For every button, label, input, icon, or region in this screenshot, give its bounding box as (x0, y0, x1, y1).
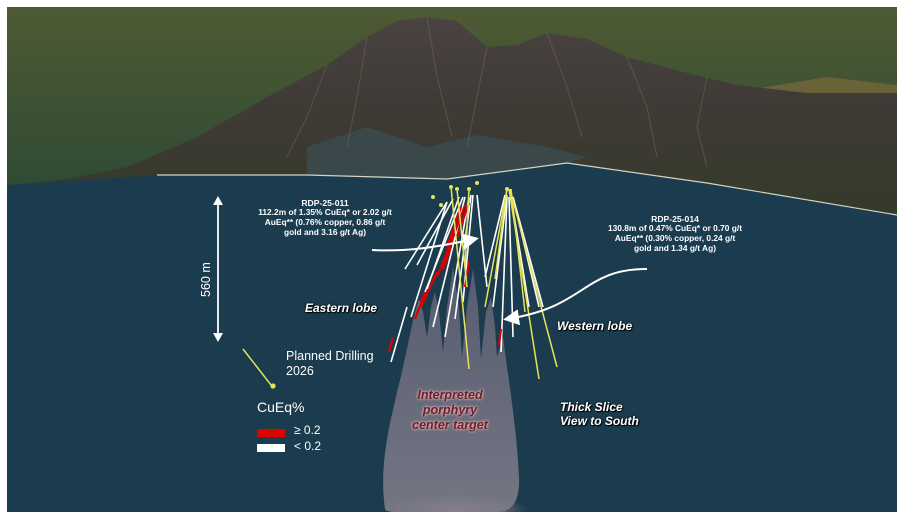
drill-holes-high-grade (387, 202, 503, 353)
planned-line: Planned Drilling (286, 349, 374, 363)
hole-line: 130.8m of 0.47% CuEq* or 0.70 g/t (607, 223, 743, 234)
label-western-lobe: Western lobe (557, 319, 633, 333)
legend-label-low: < 0.2 (294, 439, 322, 453)
planned-drill-holes (242, 186, 558, 386)
collar-points (270, 181, 509, 389)
hole-line: 112.2m of 1.35% CuEq* or 2.02 g/t (258, 207, 392, 218)
label-eastern-lobe: Eastern lobe (305, 301, 378, 315)
target-line: Interpreted (417, 388, 483, 402)
thick-slice-line: Thick Slice (560, 400, 623, 414)
target-line: porphyry (422, 402, 478, 417)
hole-line: AuEq** (0.76% copper, 0.86 g/t (264, 217, 386, 228)
surface-line (157, 162, 897, 216)
legend-swatch-high (257, 429, 285, 437)
hole-line: gold and 1.34 g/t Ag) (633, 242, 717, 253)
ridge-texture (286, 16, 708, 168)
target-line: center target (412, 417, 488, 432)
legend-title: CuEq% (257, 399, 305, 415)
hole-line: AuEq** (0.30% copper, 0.24 g/t (614, 233, 736, 244)
thick-slice-line: View to South (560, 414, 639, 429)
hole-line: gold and 3.16 g/t Ag) (283, 226, 367, 237)
label-planned-drilling: Planned Drilling 2026 (286, 349, 374, 379)
valley-face (307, 127, 587, 179)
label-scale: 560 m (199, 262, 213, 297)
label-rdp-25-014: RDP-25-014 130.8m of 0.47% CuEq* or 0.70… (575, 214, 775, 254)
hole-id-rdp-25-014: RDP-25-014 (651, 214, 699, 224)
arrow-rdp-25-014 (503, 268, 648, 326)
section-diagram (7, 7, 897, 512)
label-thick-slice: Thick Slice View to South (560, 400, 639, 428)
legend-swatch-low (257, 444, 285, 452)
planned-line: 2026 (286, 363, 314, 378)
arrow-rdp-25-011 (371, 233, 479, 252)
hole-id-rdp-25-011: RDP-25-011 (301, 198, 349, 208)
porphyry-target-shape (383, 267, 520, 512)
legend-label-high: ≥ 0.2 (294, 423, 321, 437)
scale-bar (213, 196, 223, 342)
label-rdp-25-011: RDP-25-011 112.2m of 1.35% CuEq* or 2.02… (225, 198, 425, 238)
section-view: RDP-25-011 112.2m of 1.35% CuEq* or 2.02… (7, 7, 897, 512)
label-target: Interpreted porphyry center target (390, 388, 510, 432)
mountain-terrain (7, 17, 897, 215)
